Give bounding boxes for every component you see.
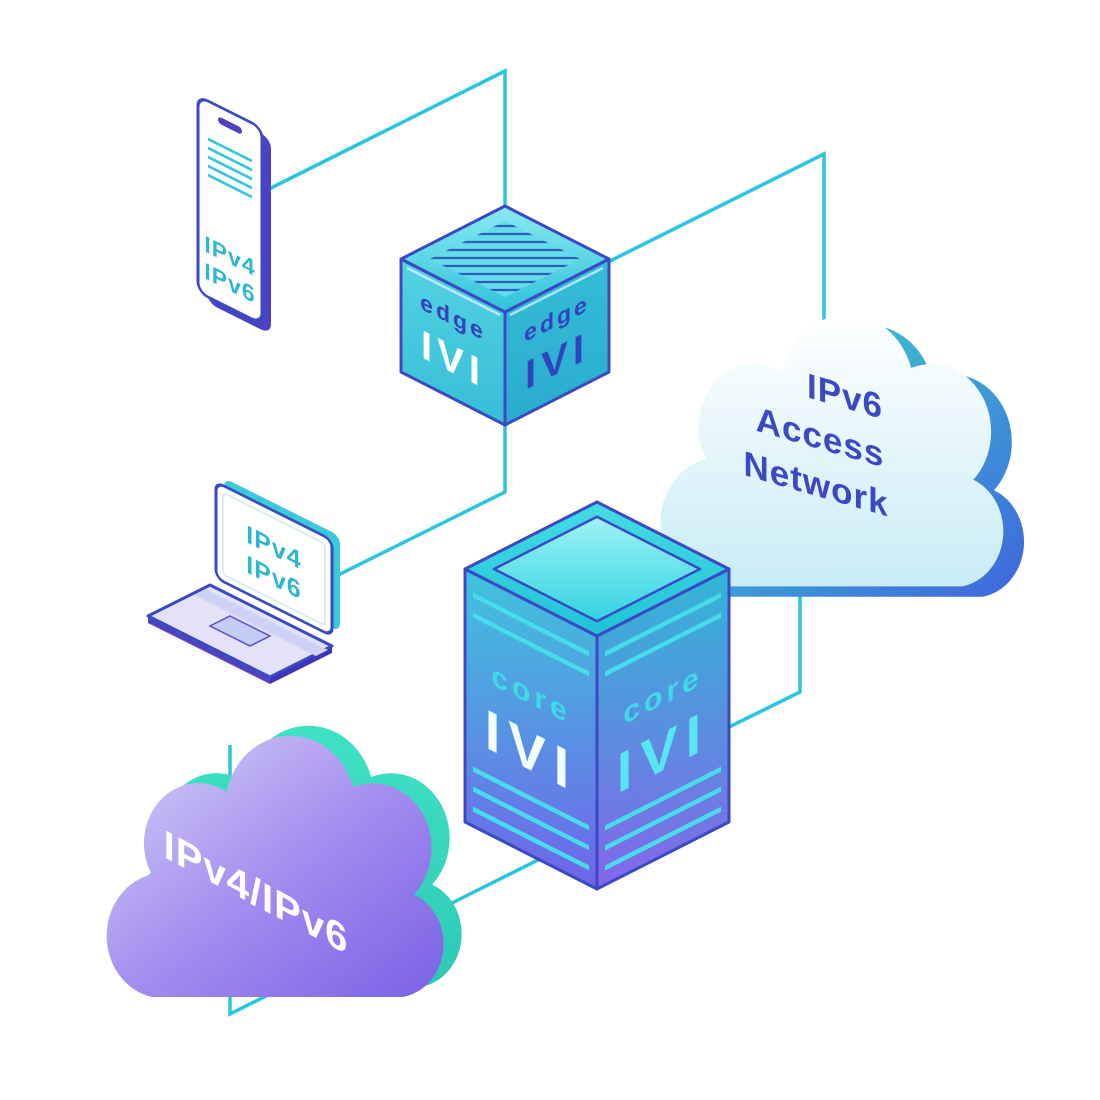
laptop-screen: IPv4 IPv6 (214, 481, 340, 635)
laptop-screen-inner (222, 492, 326, 626)
access-cloud-front (660, 314, 1004, 587)
laptop-base-thickness-front (148, 616, 270, 684)
cube-left-chamfer (406, 266, 501, 317)
link-access-cloud-to-core-router (724, 555, 802, 731)
core-router: core IVI core IVI (463, 500, 731, 891)
phone: IPv4 IPv6 (196, 98, 271, 331)
phone-screen-lines (208, 137, 252, 199)
link-edge-router-to-access-cloud (599, 151, 826, 365)
edge-router-cube: edge IVI edge IVI (399, 204, 611, 427)
laptop-screen-frame (214, 483, 334, 635)
phone-speaker-bar (218, 117, 242, 134)
server-top-inner-panel (492, 515, 702, 623)
laptop-keyboard-area (194, 589, 328, 656)
ipv4-ipv6-cloud: IPv4/IPv6 (106, 725, 462, 997)
ipv6-access-cloud: IPv6 Access Network (660, 314, 1025, 597)
phone-body (196, 98, 264, 322)
dual-cloud-front (106, 735, 444, 997)
laptop: IPv4 IPv6 (146, 481, 340, 684)
laptop-trackpad (208, 615, 272, 647)
link-edge-router-to-laptop (299, 423, 507, 596)
cube-right-chamfer (509, 266, 604, 317)
link-phone-to-edge-router (254, 68, 507, 215)
